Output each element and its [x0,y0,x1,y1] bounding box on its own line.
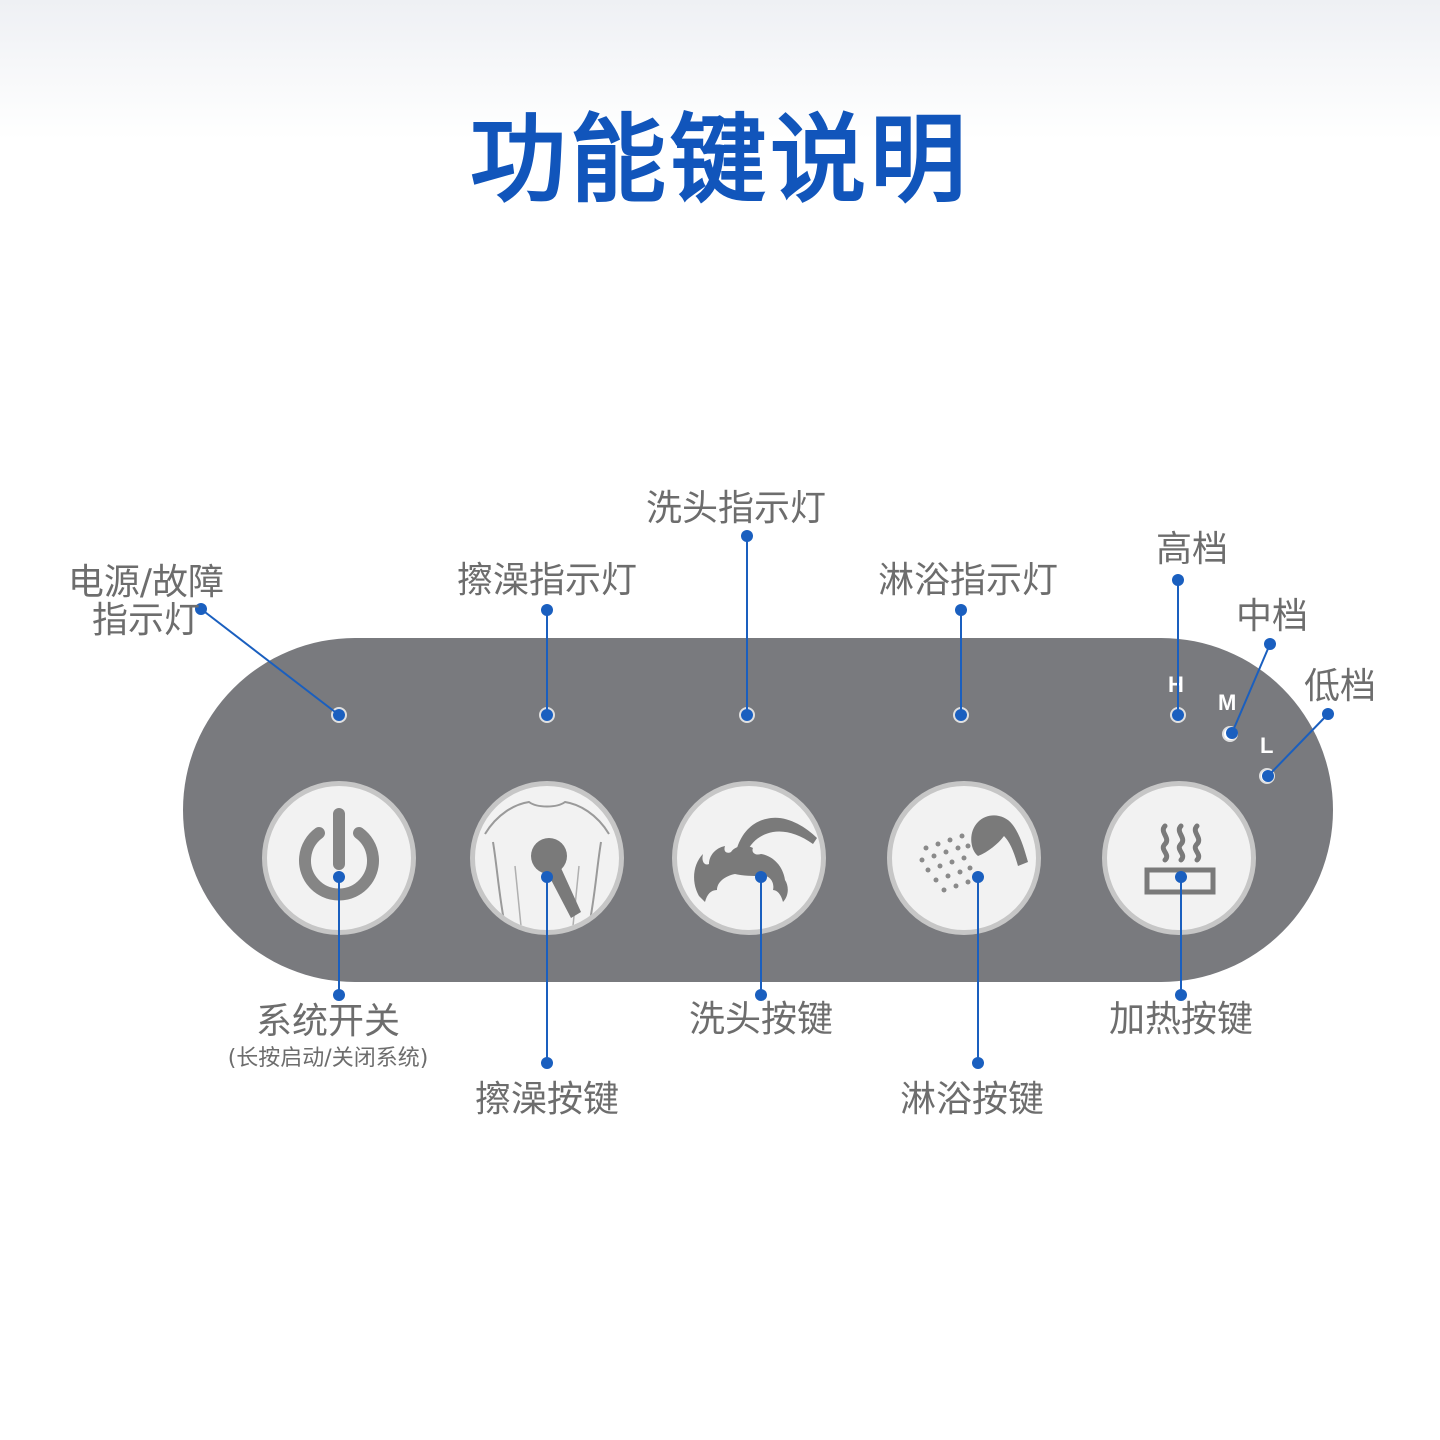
label-hair-wash-button: 洗头按键 [688,999,833,1040]
scrub-led [539,707,555,723]
high-level-led [1170,707,1186,723]
label-high-level: 高档 [1155,529,1228,570]
label-power-fault-indicator: 电源/故障 指示灯 [67,562,225,641]
heat-icon [1144,823,1216,895]
leader-dot [1264,638,1276,650]
leader-dot [955,604,967,616]
label-shower-button: 淋浴按键 [899,1079,1044,1120]
high-level-letter: H [1168,672,1184,697]
leader-dot [741,530,753,542]
label-power-button-note: (长按启动/关闭系统) [227,1046,429,1071]
power-button[interactable] [262,781,416,935]
low-level-led [1259,768,1275,784]
back-scrub-icon [484,800,610,927]
leader-dot [541,604,553,616]
label-power-button: 系统开关 [255,1001,400,1042]
power-fault-led [331,707,347,723]
low-level-letter: L [1260,733,1274,758]
scrub-button[interactable] [470,781,624,935]
shower-head-icon [919,815,1028,893]
leader-dot [972,1057,984,1069]
leader-dot [541,1057,553,1069]
label-shower-indicator: 淋浴指示灯 [877,560,1058,601]
power-icon [299,808,379,901]
medium-level-led [1222,726,1238,742]
control-panel: H M L [183,638,1333,982]
label-low-level: 低档 [1303,666,1376,707]
hair-wash-button[interactable] [672,781,826,935]
page-title: 功能键说明 [470,104,970,216]
leader-dot [1322,708,1334,720]
shower-led [953,707,969,723]
leader-dot [333,989,345,1001]
label-scrub-indicator: 擦澡指示灯 [456,560,637,601]
heat-button[interactable] [1102,781,1256,935]
hair-wash-icon [694,817,817,902]
hair-wash-led [739,707,755,723]
label-heat-button: 加热按键 [1108,999,1253,1040]
leader-dot [1172,574,1184,586]
medium-level-letter: M [1218,690,1237,715]
background-fade [0,0,1440,140]
label-medium-level: 中档 [1235,596,1308,637]
label-scrub-button: 擦澡按键 [474,1079,619,1120]
label-hair-wash-indicator: 洗头指示灯 [645,488,826,529]
shower-button[interactable] [887,781,1041,935]
